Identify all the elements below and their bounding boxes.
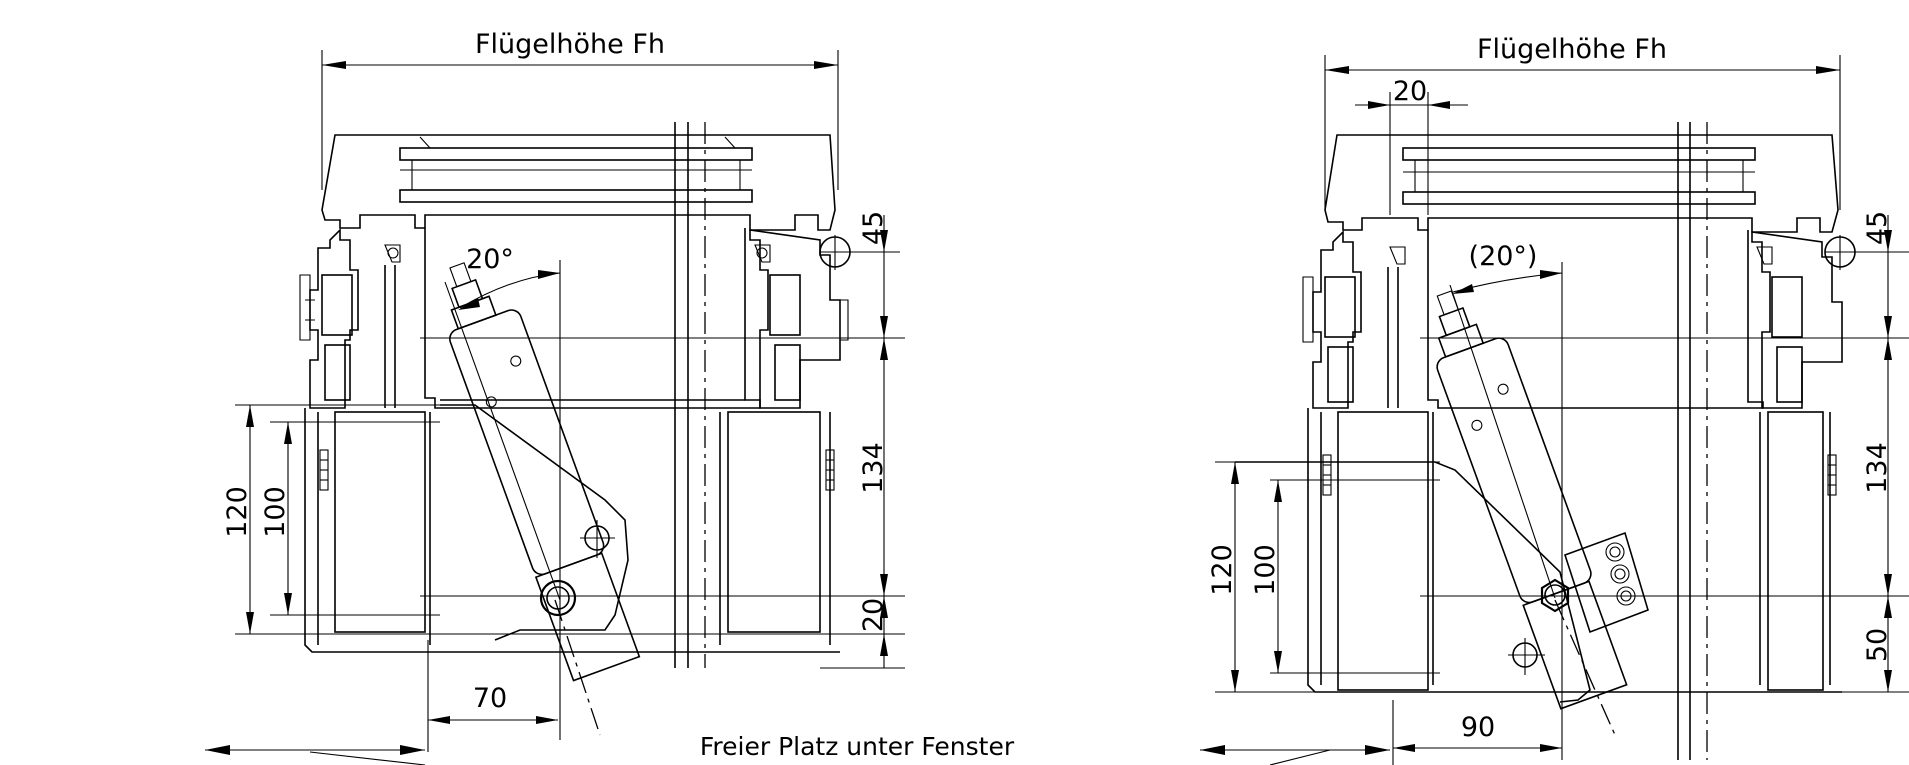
left-view: Flügelhöhe Fh <box>205 29 905 765</box>
left-dim-20: 20 <box>858 598 889 632</box>
right-width-label: Flügelhöhe Fh <box>1477 34 1667 65</box>
right-offset-label: 20 <box>1393 76 1427 107</box>
left-dim-45: 45 <box>858 211 889 245</box>
left-dim-120: 120 <box>222 486 253 538</box>
right-view: Flügelhöhe Fh 20 <box>1200 34 1909 765</box>
free-space-note: Freier Platz unter Fenster <box>700 732 1015 761</box>
left-dim-100: 100 <box>260 486 291 538</box>
right-dim-100: 100 <box>1250 544 1281 596</box>
left-dim-70: 70 <box>473 683 507 714</box>
right-dim-134: 134 <box>1862 442 1893 494</box>
right-dim-120: 120 <box>1207 544 1238 596</box>
right-dim-50: 50 <box>1862 628 1893 662</box>
right-dim-45: 45 <box>1862 211 1893 245</box>
left-dim-134: 134 <box>858 442 889 494</box>
right-dim-90: 90 <box>1461 712 1495 743</box>
left-width-label: Flügelhöhe Fh <box>475 29 665 60</box>
left-angle-label: 20° <box>466 244 514 275</box>
right-angle-label: (20°) <box>1469 241 1538 272</box>
